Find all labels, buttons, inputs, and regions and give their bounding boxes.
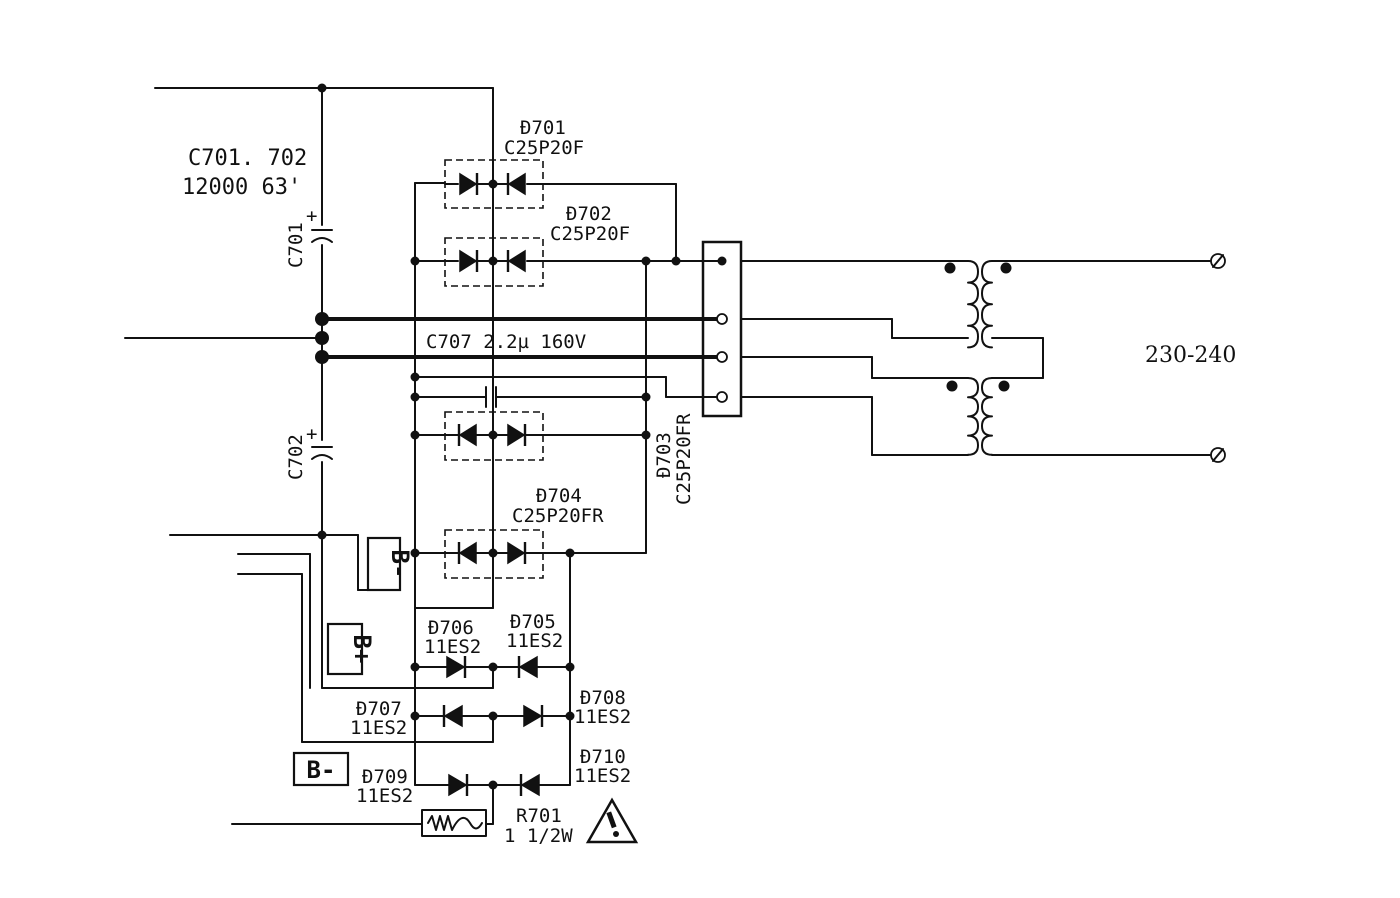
d705-ref: Đ705 (510, 611, 556, 633)
c701-label: C701 (285, 222, 307, 268)
d702-ref: Đ702 (566, 203, 612, 225)
d709-part: 11ES2 (356, 785, 413, 807)
r701-value: 1 1/2W (504, 825, 573, 847)
d706-ref: Đ706 (428, 617, 474, 639)
capacitor-c702 (311, 446, 333, 460)
d710-part: 11ES2 (574, 765, 631, 787)
d707-part: 11ES2 (350, 717, 407, 739)
d702-part: C25P20F (550, 223, 630, 245)
diode-d708 (523, 704, 571, 728)
tag-b-minus: B- (292, 751, 350, 787)
capacitor-c707 (414, 386, 647, 408)
d704-part: C25P20FR (512, 505, 604, 527)
d706-part: 11ES2 (424, 636, 481, 658)
diode-bridge-d703 (414, 411, 647, 461)
transformer-wiring (740, 260, 1211, 456)
capacitor-pair-label: C701. 702 (188, 146, 307, 171)
c702-label: C702 (285, 434, 307, 480)
d703-part: C25P20FR (673, 413, 695, 505)
warning-triangle-icon (585, 797, 639, 844)
svg-text:B-: B- (386, 550, 414, 579)
transformer-bottom (946, 377, 1010, 456)
svg-text:B+: B+ (348, 635, 376, 664)
d705-part: 11ES2 (506, 630, 563, 652)
diode-d706 (414, 655, 521, 679)
transformer-top (944, 260, 1012, 349)
c707-label: C707 2.2µ 160V (426, 331, 586, 353)
d710-ref: Đ710 (580, 746, 626, 768)
svg-text:B-: B- (307, 756, 336, 784)
tag-b-plus: B+ (326, 622, 376, 676)
connector-block (701, 240, 743, 418)
mains-terminals (1210, 253, 1226, 463)
resistor-r701 (421, 809, 487, 837)
diode-d705 (517, 655, 571, 679)
d704-ref: Đ704 (536, 485, 582, 507)
diode-bridge-d702 (414, 237, 721, 287)
junction-dots (315, 83, 681, 790)
r701-ref: R701 (516, 805, 562, 827)
d708-ref: Đ708 (580, 687, 626, 709)
capacitor-pair-value: 12000 63' (182, 175, 301, 200)
d701-ref: Đ701 (520, 117, 566, 139)
tag-b-minus-vertical: B- (366, 536, 414, 592)
c702-plus: + (306, 423, 317, 445)
c701-plus: + (306, 205, 317, 227)
d703-ref: Đ703 (653, 432, 675, 478)
d708-part: 11ES2 (574, 706, 631, 728)
diode-bridge-d701 (444, 159, 677, 261)
diode-bridge-d704 (414, 529, 647, 579)
mains-voltage-label: 230-240 (1145, 343, 1236, 368)
d707-ref: Đ707 (356, 698, 402, 720)
d709-ref: Đ709 (362, 766, 408, 788)
diode-d710 (519, 773, 571, 797)
rails (124, 87, 722, 825)
diode-d707 (414, 704, 525, 728)
capacitor-c701 (311, 229, 333, 243)
diode-d709 (414, 773, 523, 797)
d701-part: C25P20F (504, 137, 584, 159)
